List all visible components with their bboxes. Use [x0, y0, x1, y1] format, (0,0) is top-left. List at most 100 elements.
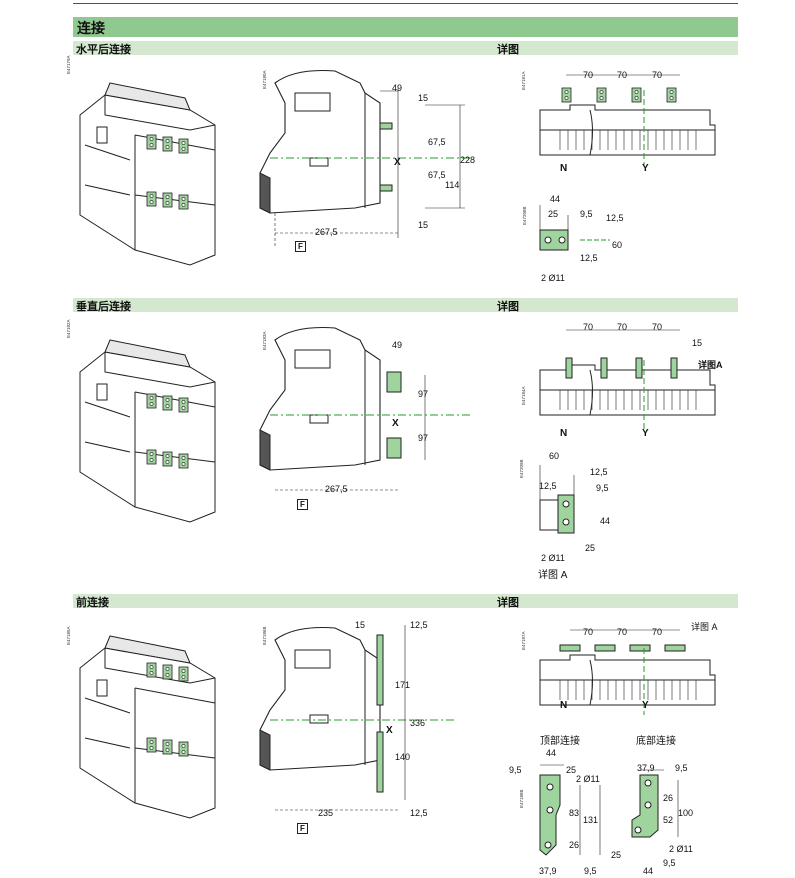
dim-label: 15 — [418, 220, 429, 230]
section-header-horizontal: 水平后连接 详图 — [73, 41, 738, 56]
pole-label: Y — [642, 163, 649, 174]
front-arrow-label: F — [295, 241, 306, 252]
dim-label: 44 — [643, 866, 654, 876]
dim-label: 70 — [617, 627, 628, 637]
dim-label: 12,5 — [606, 213, 624, 223]
dim-label: 9,5 — [509, 765, 522, 775]
axis-label: X — [394, 157, 401, 168]
dim-label: 9,5 — [596, 483, 609, 493]
detail-title: 详图 — [497, 301, 519, 313]
pole-label: N — [560, 428, 568, 439]
pole-label: Y — [642, 700, 649, 711]
figure-code: E47182A — [66, 319, 71, 338]
dim-label: 70 — [583, 627, 594, 637]
dim-label: 140 — [395, 752, 411, 762]
dim-label: 12,5 — [410, 808, 428, 818]
dim-label: 9,5 — [675, 763, 688, 773]
figure-code: E47187A — [521, 631, 526, 650]
dim-label: 15 — [692, 338, 703, 348]
hole-label: 2 Ø11 — [541, 273, 565, 283]
dim-label: 37,9 — [539, 866, 557, 876]
dim-label: 228 — [460, 155, 476, 165]
dim-label: 336 — [410, 718, 426, 728]
section-title: 水平后连接 — [76, 44, 131, 56]
section-header-vertical: 垂直后连接 详图 — [73, 298, 738, 313]
dim-label: 25 — [548, 209, 559, 219]
dim-label: 9,5 — [584, 866, 597, 876]
dim-label: 267,5 — [325, 484, 348, 494]
figure-code: E47208B — [522, 206, 527, 225]
dim-label: 83 — [569, 808, 580, 818]
figure-code: E47180A — [262, 70, 267, 89]
hole-label: 2 Ø11 — [541, 553, 565, 563]
dim-label: 267,5 — [315, 227, 338, 237]
hole-label: 2 Ø11 — [576, 774, 600, 784]
dim-label: 235 — [318, 808, 334, 818]
dim-label: 44 — [600, 516, 611, 526]
dim-label: 67,5 — [428, 170, 446, 180]
dim-label: 25 — [585, 543, 596, 553]
dim-label: 60 — [612, 240, 623, 250]
page-title: 连接 — [77, 20, 105, 36]
section-header-front: 前连接 详图 — [73, 594, 738, 609]
dim-label: 131 — [583, 815, 599, 825]
dim-label: 70 — [583, 322, 594, 332]
dim-label: 44 — [546, 748, 557, 758]
dim-label: 70 — [652, 627, 663, 637]
dim-label: 9,5 — [663, 858, 676, 868]
figure-code: E47186B — [262, 626, 267, 645]
section-title: 前连接 — [76, 597, 109, 609]
dim-label: 25 — [611, 850, 622, 860]
dim-label: 60 — [549, 451, 560, 461]
dim-label: 26 — [663, 793, 674, 803]
dim-label: 97 — [418, 433, 429, 443]
dim-label: 15 — [355, 620, 366, 630]
dim-label: 15 — [418, 93, 429, 103]
dim-label: 171 — [395, 680, 411, 690]
dim-label: 70 — [652, 70, 663, 80]
detail-title: 详图 — [497, 44, 519, 56]
dim-label: 12,5 — [580, 253, 598, 263]
dim-label: 52 — [663, 815, 674, 825]
dim-label: 26 — [569, 840, 580, 850]
detail-callout: 详图A — [698, 360, 723, 370]
section-title: 垂直后连接 — [76, 301, 131, 313]
dim-label: 70 — [617, 322, 628, 332]
axis-label: X — [392, 418, 399, 429]
hole-label: 2 Ø11 — [669, 844, 693, 854]
dim-label: 12,5 — [590, 467, 608, 477]
figure-code: E47179A — [66, 55, 71, 74]
dim-label: 44 — [550, 194, 561, 204]
figure-code: E47183A — [262, 331, 267, 350]
pole-label: Y — [642, 428, 649, 439]
page-title-bar: 连接 — [73, 17, 738, 37]
pole-label: N — [560, 700, 568, 711]
dim-label: 25 — [566, 765, 577, 775]
figure-code: E47185A — [66, 626, 71, 645]
front-arrow-label: F — [297, 823, 308, 834]
dim-label: 97 — [418, 389, 429, 399]
dim-label: 100 — [678, 808, 694, 818]
dim-label: 67,5 — [428, 137, 446, 147]
figure-code: E47209B — [519, 459, 524, 478]
dim-label: 9,5 — [580, 209, 593, 219]
detail-title: 详图 — [497, 597, 519, 609]
top-rule — [73, 3, 738, 4]
dim-label: 12,5 — [539, 481, 557, 491]
figure-code: E47184A — [521, 386, 526, 405]
dim-label: 70 — [617, 70, 628, 80]
figure-code: E47188B — [519, 789, 524, 808]
dim-label: 114 — [445, 180, 460, 190]
axis-label: X — [386, 725, 393, 736]
pole-label: N — [560, 163, 568, 174]
dim-label: 49 — [392, 83, 403, 93]
dim-label: 49 — [392, 340, 403, 350]
detail-callout: 详图 A — [691, 622, 718, 632]
dim-label: 37,9 — [637, 763, 655, 773]
front-arrow-label: F — [297, 499, 308, 510]
detail-caption: 详图 A — [538, 570, 568, 581]
dim-label: 12,5 — [410, 620, 428, 630]
bottom-connection-title: 底部连接 — [636, 736, 676, 747]
dim-label: 70 — [583, 70, 594, 80]
